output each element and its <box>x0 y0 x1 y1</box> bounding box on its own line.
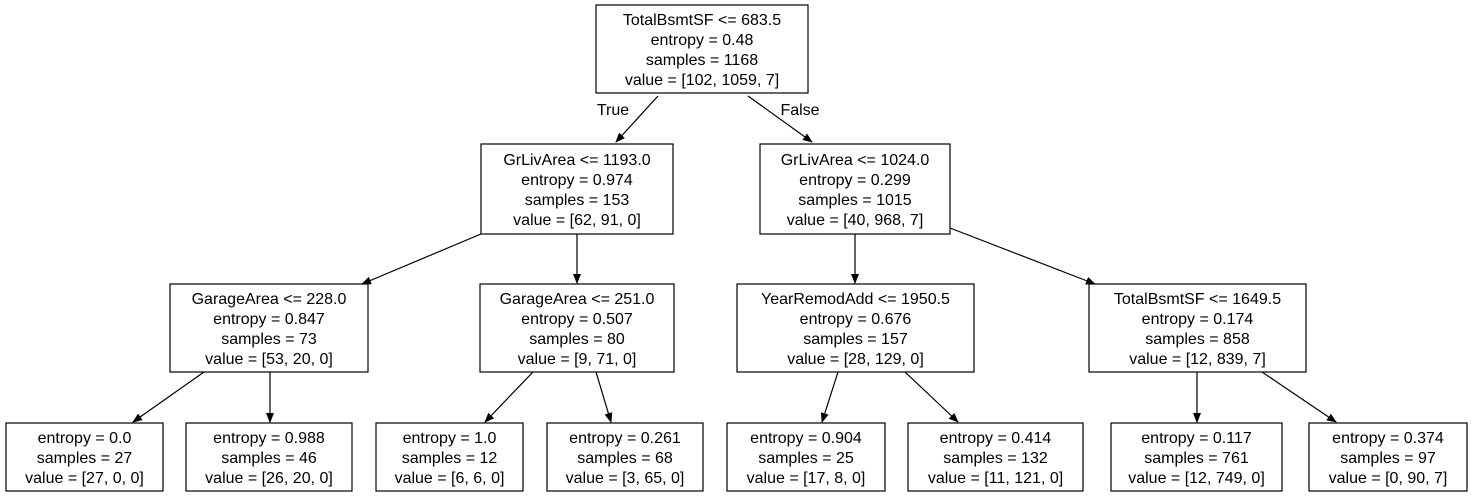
node-box <box>726 422 886 492</box>
tree-edge-arrow <box>361 233 482 285</box>
node-text-line: value = [28, 129, 0] <box>787 351 924 368</box>
node-box <box>1088 283 1307 373</box>
node-text-line: samples = 761 <box>1144 450 1249 467</box>
node-box <box>1308 422 1468 492</box>
node-text-line: value = [9, 71, 0] <box>518 351 637 368</box>
node-text-line: value = [53, 20, 0] <box>205 351 333 368</box>
node-text-line: GrLivArea <= 1024.0 <box>781 152 930 169</box>
node-box <box>5 422 164 492</box>
node-text-line: value = [11, 121, 0] <box>928 470 1063 487</box>
node-text-line: samples = 858 <box>1145 331 1250 348</box>
node-text-line: entropy = 0.414 <box>940 430 1052 447</box>
node-box <box>185 422 353 492</box>
node-text-line: samples = 153 <box>525 192 630 209</box>
edge-label-true: True <box>597 102 629 119</box>
tree-edge-arrow <box>484 371 534 423</box>
node-text-line: entropy = 0.676 <box>800 311 912 328</box>
node-text-line: value = [12, 749, 0] <box>1128 470 1265 487</box>
node-text-line: entropy = 0.507 <box>521 311 633 328</box>
node-text-line: value = [12, 839, 7] <box>1129 351 1266 368</box>
tree-edge-arrow <box>595 371 613 423</box>
node-text-line: entropy = 0.974 <box>521 172 633 189</box>
node-text-line: TotalBsmtSF <= 1649.5 <box>1114 291 1281 308</box>
tree-node-n13: entropy = 0.117 samples = 761 value = [12,… <box>1110 422 1283 492</box>
node-text-line: samples = 46 <box>221 450 317 467</box>
node-box <box>1110 422 1283 492</box>
tree-node-n11: entropy = 0.904 samples = 25 value = [17, … <box>726 422 886 492</box>
edges-layer <box>132 95 1337 423</box>
node-text-line: samples = 1015 <box>798 192 912 209</box>
node-text-line: value = [26, 20, 0] <box>205 470 333 487</box>
node-text-line: entropy = 0.0 <box>38 430 132 447</box>
node-text-line: samples = 27 <box>37 450 133 467</box>
node-text-line: YearRemodAdd <= 1950.5 <box>761 291 950 308</box>
node-box <box>736 283 975 373</box>
node-text-line: entropy = 0.174 <box>1142 311 1254 328</box>
node-text-line: entropy = 0.261 <box>569 430 681 447</box>
node-text-line: entropy = 0.299 <box>799 172 911 189</box>
tree-node-n7: entropy = 0.0 samples = 27 value = [27, 0,… <box>5 422 164 492</box>
tree-edge-arrow <box>904 371 959 423</box>
nodes-layer: TotalBsmtSF <= 683.5 entropy = 0.48 sample… <box>5 4 1468 492</box>
edge-labels-layer: True False <box>597 102 820 119</box>
node-text-line: value = [17, 8, 0] <box>747 470 866 487</box>
node-text-line: value = [6, 6, 0] <box>395 470 505 487</box>
node-text-line: entropy = 0.374 <box>1332 430 1444 447</box>
node-text-line: GarageArea <= 228.0 <box>192 291 347 308</box>
node-text-line: samples = 132 <box>943 450 1048 467</box>
node-text-line: GarageArea <= 251.0 <box>500 291 655 308</box>
tree-edge-arrow <box>615 95 659 143</box>
node-text-line: value = [0, 90, 7] <box>1329 470 1448 487</box>
tree-edge-arrow <box>132 371 205 423</box>
tree-node-n4: GarageArea <= 251.0 entropy = 0.507 sample… <box>479 283 675 373</box>
edge-label-false: False <box>780 102 819 119</box>
node-box <box>480 143 674 235</box>
node-text-line: samples = 1168 <box>646 52 758 69</box>
node-text-line: entropy = 0.117 <box>1141 430 1252 447</box>
tree-node-n14: entropy = 0.374 samples = 97 value = [0, 9… <box>1308 422 1468 492</box>
node-text-line: samples = 97 <box>1340 450 1436 467</box>
node-text-line: samples = 157 <box>803 331 908 348</box>
tree-node-n0: TotalBsmtSF <= 683.5 entropy = 0.48 sample… <box>595 4 809 94</box>
node-box <box>907 422 1084 492</box>
tree-edge-arrow <box>747 95 813 143</box>
node-text-line: entropy = 0.904 <box>750 430 862 447</box>
node-text-line: samples = 73 <box>221 331 317 348</box>
tree-node-n8: entropy = 0.988 samples = 46 value = [26, … <box>185 422 353 492</box>
tree-edge-arrow <box>1261 371 1337 423</box>
node-box <box>375 422 524 492</box>
node-text-line: value = [40, 968, 7] <box>787 212 924 229</box>
node-text-line: entropy = 0.988 <box>213 430 325 447</box>
node-text-line: entropy = 0.847 <box>213 311 325 328</box>
node-text-line: samples = 25 <box>758 450 854 467</box>
node-text-line: value = [62, 91, 0] <box>513 212 641 229</box>
node-text-line: TotalBsmtSF <= 683.5 <box>623 12 781 29</box>
node-box <box>759 143 951 235</box>
tree-node-n5: YearRemodAdd <= 1950.5 entropy = 0.676 sam… <box>736 283 975 373</box>
node-box <box>546 422 704 492</box>
node-text-line: samples = 68 <box>577 450 673 467</box>
node-text-line: entropy = 1.0 <box>403 430 497 447</box>
node-box <box>169 283 369 373</box>
node-text-line: value = [3, 65, 0] <box>566 470 685 487</box>
node-text-line: samples = 80 <box>529 331 625 348</box>
tree-edge-arrow <box>820 371 839 423</box>
tree-edge-arrow <box>949 227 1096 285</box>
node-text-line: entropy = 0.48 <box>651 32 754 49</box>
node-text-line: value = [102, 1059, 7] <box>625 72 779 89</box>
tree-node-n1: GrLivArea <= 1193.0 entropy = 0.974 sample… <box>480 143 674 235</box>
tree-node-n12: entropy = 0.414 samples = 132 value = [11,… <box>907 422 1084 492</box>
node-text-line: samples = 12 <box>402 450 498 467</box>
tree-node-n6: TotalBsmtSF <= 1649.5 entropy = 0.174 samp… <box>1088 283 1307 373</box>
node-text-line: GrLivArea <= 1193.0 <box>503 152 650 169</box>
node-text-line: value = [27, 0, 0] <box>25 470 144 487</box>
tree-node-n10: entropy = 0.261 samples = 68 value = [3, 6… <box>546 422 704 492</box>
node-box <box>479 283 675 373</box>
tree-node-n3: GarageArea <= 228.0 entropy = 0.847 sample… <box>169 283 369 373</box>
node-box <box>595 4 809 94</box>
tree-node-n9: entropy = 1.0 samples = 12 value = [6, 6, … <box>375 422 524 492</box>
tree-node-n2: GrLivArea <= 1024.0 entropy = 0.299 sample… <box>759 143 951 235</box>
